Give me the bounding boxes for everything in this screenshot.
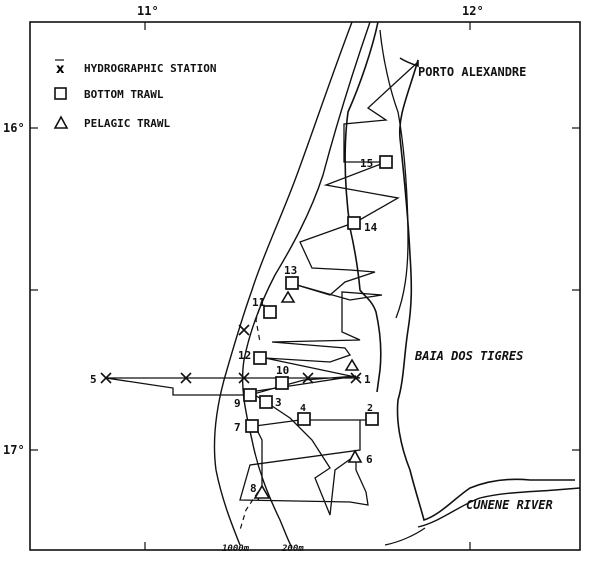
pelagic-8 <box>253 484 271 499</box>
station-number-8: 8 <box>250 482 257 495</box>
bottom-trawls <box>243 155 393 433</box>
cruise-track <box>105 61 419 516</box>
legend-pelagic-label: PELAGIC TRAWL <box>84 117 170 130</box>
pelagic-13 <box>280 290 296 303</box>
pelagic-1 <box>344 358 360 371</box>
isobath-label-1000m: 1000m <box>222 544 250 554</box>
station-numbers: 15 14 13 11 12 10 5 1 9 3 4 2 7 6 8 <box>90 157 378 495</box>
station-number-14: 14 <box>364 221 378 234</box>
hydro-station-b <box>238 372 250 384</box>
lat-label-16: 16° <box>3 121 25 135</box>
frame-ticks <box>30 22 580 550</box>
legend-bottom-label: BOTTOM TRAWL <box>84 88 164 101</box>
cunene-river <box>417 487 581 528</box>
isobath-label-200m: 200m <box>281 544 304 554</box>
pelagic-trawls <box>253 290 363 499</box>
hydro-station-1 <box>350 372 362 384</box>
station-number-2: 2 <box>367 403 373 414</box>
coastline-mainland <box>396 57 575 522</box>
lon-label-12: 12° <box>462 4 484 18</box>
trawl-2 <box>365 412 379 426</box>
place-porto-alexandre: PORTO ALEXANDRE <box>418 65 526 79</box>
place-baia-dos-tigres: BAIA DOS TIGRES <box>414 349 523 363</box>
isobath-1000m <box>213 21 353 546</box>
trawl-15 <box>379 155 393 169</box>
trawl-7 <box>245 419 259 433</box>
station-number-3: 3 <box>275 396 282 409</box>
hydro-stations <box>100 324 362 384</box>
trawl-4 <box>297 412 311 426</box>
lon-label-11: 11° <box>137 4 159 18</box>
isobath-200m <box>241 21 371 549</box>
place-cunene-river: CUNENE RIVER <box>466 498 553 512</box>
legend-hydro-label: HYDROGRAPHIC STATION <box>84 62 216 75</box>
legend: x HYDROGRAPHIC STATION BOTTOM TRAWL PELA… <box>53 59 216 130</box>
trawl-9 <box>243 388 257 402</box>
map-frame <box>29 21 581 551</box>
pelagic-6 <box>347 449 363 463</box>
station-number-1: 1 <box>364 373 371 386</box>
hydro-station-5 <box>100 372 112 384</box>
station-number-15: 15 <box>360 157 373 170</box>
trawl-3 <box>259 395 273 409</box>
legend-pelagic-symbol <box>53 115 69 129</box>
hydro-station-a <box>180 372 192 384</box>
station-number-9: 9 <box>234 397 241 410</box>
station-number-12: 12 <box>238 349 251 362</box>
hydro-station-c <box>302 372 314 384</box>
station-number-4: 4 <box>300 403 306 414</box>
lat-label-17: 17° <box>3 443 25 457</box>
cunene-river-bank <box>384 527 426 546</box>
peninsula-inner-shore <box>379 29 409 319</box>
hydro-station-d <box>238 324 250 336</box>
coastline-peninsula <box>344 21 382 393</box>
trawl-13 <box>285 276 299 290</box>
trawl-10 <box>275 376 289 390</box>
trawl-12 <box>253 351 267 365</box>
station-number-11: 11 <box>252 296 266 309</box>
station-number-10: 10 <box>276 364 289 377</box>
trawl-14 <box>347 216 361 230</box>
station-number-6: 6 <box>366 453 373 466</box>
station-number-13: 13 <box>284 264 297 277</box>
station-number-5: 5 <box>90 373 97 386</box>
pelagic-tow-track <box>239 491 259 531</box>
legend-bottom-symbol <box>54 87 67 100</box>
legend-hydro-symbol: x <box>56 62 65 77</box>
station-number-7: 7 <box>234 421 241 434</box>
pelagic-tow-track-2 <box>255 299 263 343</box>
trawl-11 <box>263 305 277 319</box>
